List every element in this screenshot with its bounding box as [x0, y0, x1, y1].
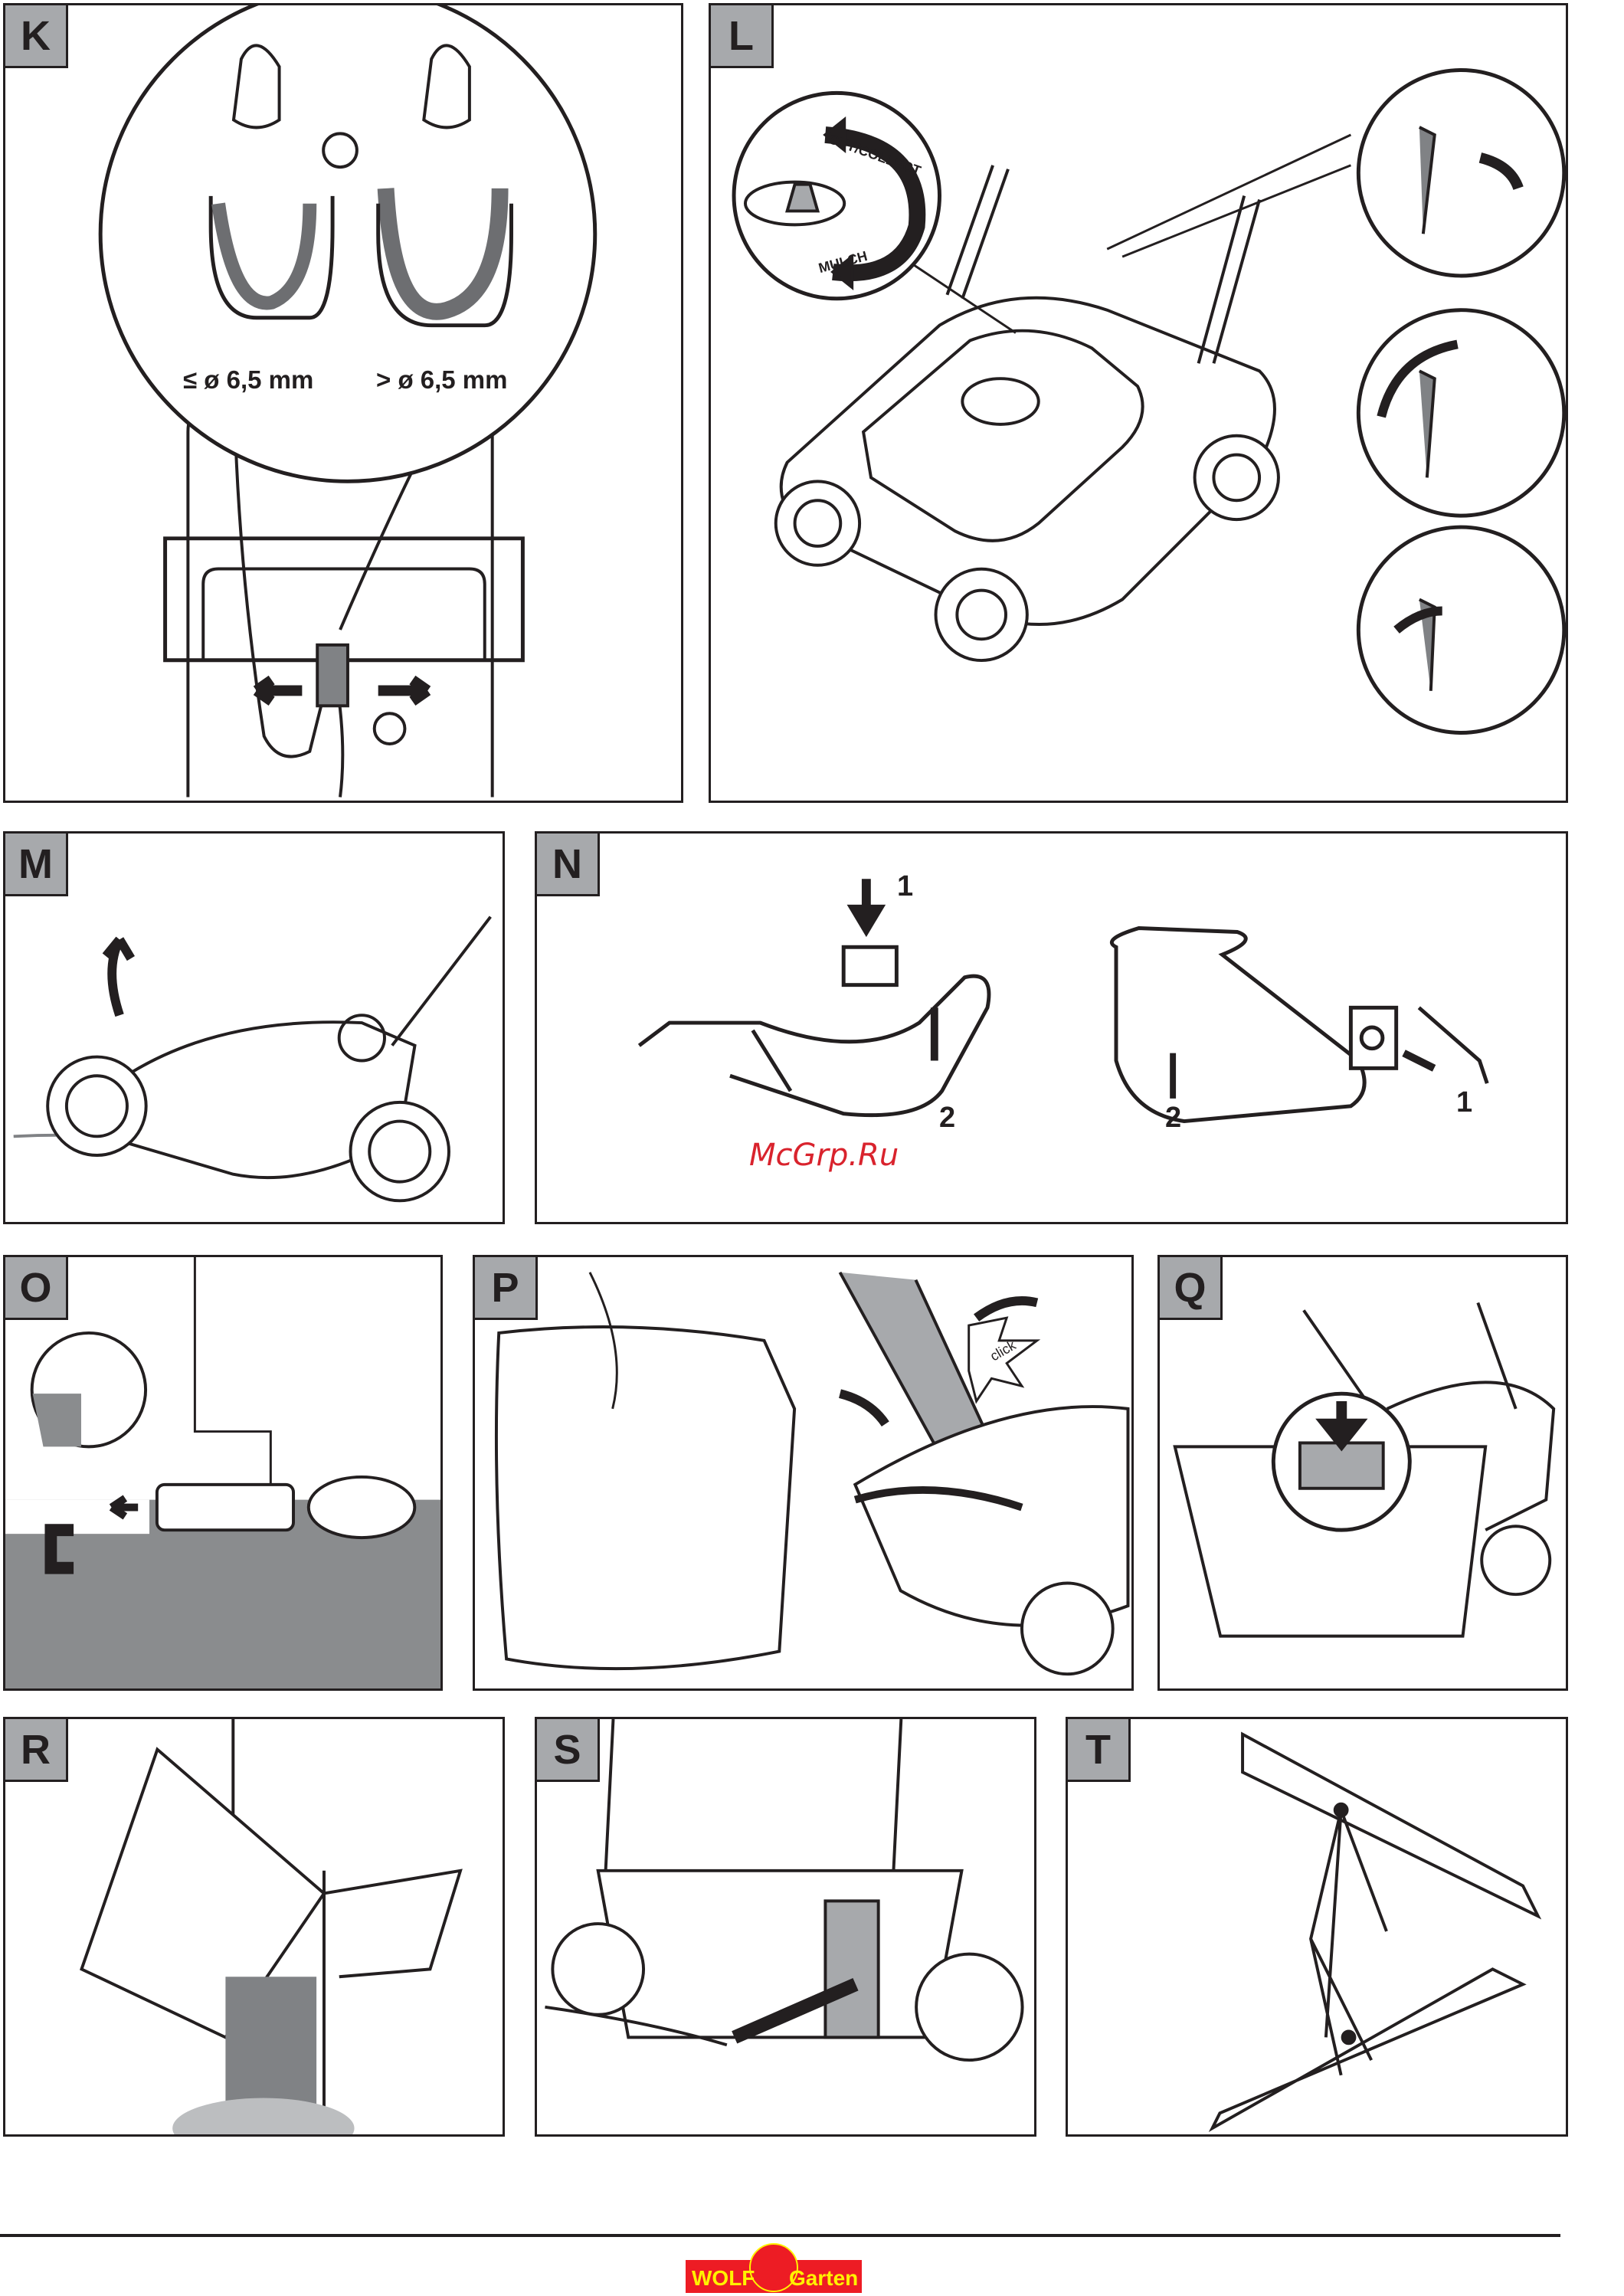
panel-letter: T [1068, 1719, 1131, 1782]
panel-letter: S [537, 1719, 600, 1782]
step-2-label: 2 [1165, 1102, 1182, 1134]
empty-grass-box-illustration [80, 1719, 463, 2134]
panel-letter: K [5, 5, 68, 68]
panel-n: N 1 2 1 2 [535, 831, 1568, 1224]
panel-letter: P [475, 1257, 538, 1320]
cut-mulch-switch-illustration [732, 68, 1566, 735]
panel-letter: N [537, 834, 600, 896]
step-1-label: 1 [1456, 1086, 1473, 1119]
mower-lift-illustration [13, 915, 492, 1203]
handle-fold-illustration [637, 879, 1489, 1124]
small-diameter-label: ≤ ø 6,5 mm [183, 365, 314, 394]
panel-q: Q [1157, 1255, 1568, 1691]
panel-l: L CUT/COLLECT MULCH [709, 3, 1568, 803]
panel-s: S [535, 1717, 1036, 2137]
cable-hook-illustration [98, 5, 598, 798]
panel-t: T [1066, 1717, 1568, 2137]
wolf-garten-logo: WOLF Garten [686, 2243, 862, 2293]
blade-replacement-illustration [1208, 1731, 1542, 2133]
panel-letter: M [5, 834, 68, 896]
panel-p: P click [473, 1255, 1134, 1691]
mowing-pattern-illustration [5, 1257, 440, 1688]
wolf-head-icon [749, 2243, 798, 2292]
panel-letter: R [5, 1719, 68, 1782]
panel-letter: O [5, 1257, 68, 1320]
step-1-label: 1 [897, 870, 914, 902]
large-diameter-label: > ø 6,5 mm [376, 365, 508, 394]
panel-o: O [3, 1255, 443, 1691]
step-2-label: 2 [939, 1102, 956, 1134]
panel-m: M [3, 831, 505, 1224]
logo-text-left: WOLF [692, 2266, 755, 2290]
footer-divider [0, 2234, 1560, 2237]
panel-k: K ≤ ø 6,5 mm > ø 6,5 mm [3, 3, 683, 803]
panel-letter: Q [1160, 1257, 1223, 1320]
logo-text-right: Garten [789, 2266, 859, 2290]
panel-letter: L [711, 5, 774, 68]
fill-indicator-illustration [1173, 1302, 1556, 1638]
panel-r: R [3, 1717, 505, 2137]
watermark: McGrp.Ru [749, 1138, 899, 1173]
grass-box-attach-illustration [494, 1271, 1130, 1676]
clean-chute-illustration [545, 1719, 1024, 2062]
